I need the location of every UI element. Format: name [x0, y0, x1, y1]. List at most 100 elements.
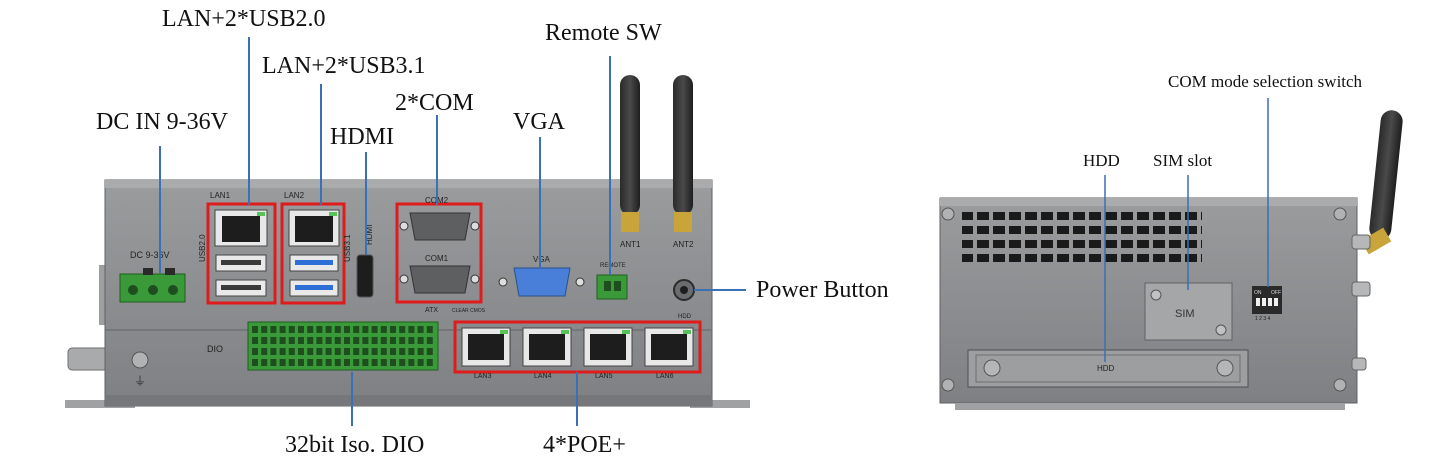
dio-pin [298, 359, 304, 366]
label-vga: VGA [513, 109, 565, 135]
dio-silk: DIO [207, 344, 223, 354]
remote-switch-terminal [596, 274, 628, 300]
dio-pin [307, 326, 314, 333]
poe-lan-socket [468, 334, 504, 360]
dip-off-silk: OFF [1271, 290, 1281, 296]
poe-ports [461, 327, 694, 367]
dio-pin [353, 326, 360, 333]
front-leader-lines [159, 37, 746, 426]
rear-leader-lines [1104, 98, 1269, 362]
dio-pin [371, 337, 378, 344]
ant2-silk: ANT2 [673, 240, 694, 249]
vga-port [513, 267, 571, 297]
poe-lan-led [561, 330, 569, 334]
dio-pin [288, 359, 295, 366]
dio-pin [362, 348, 369, 355]
poe-lan-socket [590, 334, 626, 360]
dio-pin [288, 348, 295, 355]
dio-pin [417, 326, 424, 333]
dio-pin [353, 337, 360, 344]
dio-pin [399, 359, 406, 366]
dio-pin [261, 337, 268, 344]
dio-pin [334, 326, 341, 333]
label-dio: 32bit Iso. DIO [285, 432, 425, 458]
sim-silk: SIM [1175, 308, 1195, 320]
dip-on-silk: ON [1254, 290, 1262, 296]
rear-antenna [1369, 110, 1403, 240]
dio-pin [380, 348, 387, 355]
com-highlight [395, 202, 483, 304]
dio-pin [362, 326, 369, 333]
dio-pin [252, 337, 258, 344]
dio-pin [344, 359, 350, 366]
dio-pin [261, 348, 268, 355]
dio-pin [325, 348, 332, 355]
vga-silk: VGA [533, 255, 551, 264]
dio-pin [426, 326, 433, 333]
dio-pin [390, 359, 396, 366]
dio-pin [316, 348, 323, 355]
dio-pin [325, 326, 332, 333]
hdmi-port [356, 254, 374, 298]
dip-numbers-silk: 1 2 3 4 [1255, 316, 1271, 322]
dc-silk: DC 9-36V [130, 250, 170, 260]
antenna-2 [673, 75, 693, 215]
dio-pin [288, 337, 295, 344]
label-power-button: Power Button [756, 277, 889, 303]
poe-lan-led [683, 330, 691, 334]
dio-pin [353, 359, 360, 366]
dio-pin [325, 337, 332, 344]
poe-lan-socket [529, 334, 565, 360]
dio-pin [252, 326, 258, 333]
dio-pin [261, 359, 268, 366]
dio-terminal-block [247, 321, 439, 371]
ground-screw [131, 351, 149, 369]
hdd-tray [967, 349, 1249, 388]
usb31-silk: USB3.1 [343, 234, 352, 262]
poe-lan-led [622, 330, 630, 334]
dio-pin [270, 348, 277, 355]
usb20-silk: USB2.0 [198, 234, 207, 262]
dio-pin [316, 337, 323, 344]
front-foot-right [690, 400, 750, 408]
dio-pin [408, 359, 415, 366]
dio-pin [316, 359, 323, 366]
dio-pin [288, 326, 295, 333]
front-foot-left [65, 400, 135, 408]
dio-pin [417, 348, 424, 355]
dio-pin [279, 359, 286, 366]
hdd-led-silk: HDD [678, 314, 692, 320]
dio-pin [270, 337, 277, 344]
dio-pin [408, 348, 415, 355]
label-lan-usb31: LAN+2*USB3.1 [262, 53, 426, 79]
dio-pin [390, 326, 396, 333]
rear-vent [962, 208, 1202, 268]
dio-pin [279, 326, 286, 333]
label-lan-usb20: LAN+2*USB2.0 [162, 6, 326, 32]
label-sim-slot: SIM slot [1153, 151, 1213, 170]
clr-cmos-silk: CLEAR CMOS [452, 308, 486, 314]
label-hdmi: HDMI [330, 124, 394, 150]
dio-pin [298, 337, 304, 344]
dio-pin [298, 348, 304, 355]
dio-pin [344, 326, 350, 333]
com1-port [409, 265, 471, 294]
lan1-usb20-highlight [206, 202, 277, 305]
poe-lan-led [500, 330, 508, 334]
atx-silk: ATX [425, 307, 438, 314]
lan4-silk: LAN4 [534, 373, 552, 380]
dio-pin [426, 348, 433, 355]
dio-pin [298, 326, 304, 333]
label-remote-sw: Remote SW [545, 20, 662, 46]
dio-pin [270, 359, 277, 366]
remote-silk: REMOTE [600, 263, 626, 269]
hdmi-silk: HDMI [365, 225, 374, 245]
hdd-silk: HDD [1097, 364, 1115, 373]
dio-pin [417, 337, 424, 344]
lan2-silk: LAN2 [284, 191, 305, 200]
label-2com: 2*COM [395, 90, 474, 116]
dio-pin [334, 359, 341, 366]
dio-pin [380, 359, 387, 366]
dio-pin [344, 337, 350, 344]
